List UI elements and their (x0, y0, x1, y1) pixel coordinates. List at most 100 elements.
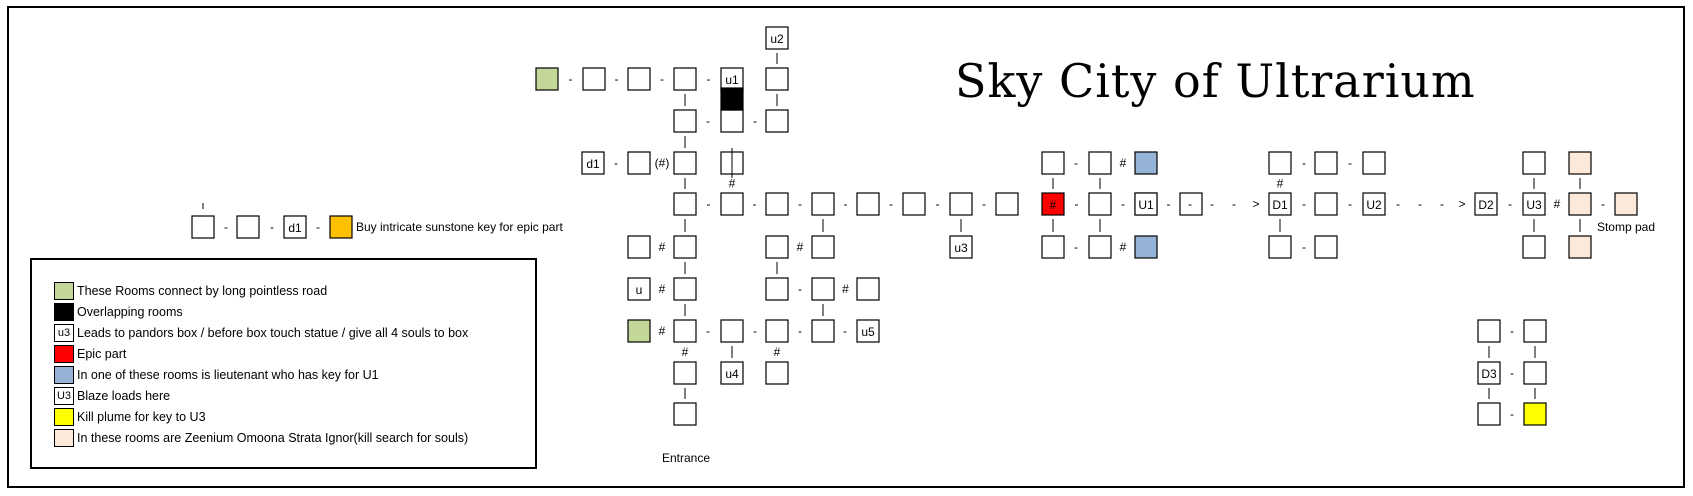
door-marker: # (842, 282, 849, 296)
legend-item: Overlapping rooms (54, 302, 183, 322)
map-label: - (1302, 240, 1306, 254)
room (720, 319, 744, 343)
room-label: D1 (1272, 198, 1288, 212)
map-frame (7, 6, 1685, 488)
room (1041, 151, 1065, 175)
map-label: - (889, 197, 893, 211)
room (856, 277, 880, 301)
map-label: - (1396, 197, 1400, 211)
map-label: - (844, 197, 848, 211)
map-label: - (1348, 156, 1352, 170)
map-label: - (316, 220, 320, 234)
room (329, 215, 353, 239)
legend-item: Epic part (54, 344, 126, 364)
door-marker: (#) (655, 156, 670, 170)
room (1041, 235, 1065, 259)
map-label: - (224, 220, 228, 234)
map-title: Sky City of Ultrarium (955, 54, 1476, 108)
legend-item: These Rooms connect by long pointless ro… (54, 281, 327, 301)
room (1134, 151, 1158, 175)
door-marker: # (729, 177, 736, 191)
room-u3 (949, 235, 973, 259)
map-label: - (982, 197, 986, 211)
legend-text: Epic part (77, 347, 127, 361)
room-label: u1 (725, 73, 739, 87)
room (765, 361, 789, 385)
room (1362, 151, 1386, 175)
map-label: - (936, 197, 940, 211)
room (1477, 402, 1501, 426)
room (765, 192, 789, 216)
door-marker: # (659, 324, 666, 338)
room (673, 109, 697, 133)
room (1179, 192, 1203, 216)
map-label: - (753, 114, 757, 128)
room-label: u2 (770, 32, 784, 46)
room-u (627, 277, 651, 301)
room-d1 (283, 215, 307, 239)
legend-text: Overlapping rooms (77, 305, 183, 319)
room (1523, 319, 1547, 343)
map-label: - (1418, 197, 1422, 211)
room (673, 235, 697, 259)
room (765, 109, 789, 133)
room-d1 (1268, 192, 1292, 216)
room (1134, 235, 1158, 259)
room-label: d1 (288, 221, 302, 235)
room (811, 192, 835, 216)
map-label: - (1075, 197, 1079, 211)
room-label: U1 (1138, 198, 1154, 212)
room-label: d1 (586, 157, 600, 171)
map-label: - (753, 197, 757, 211)
room-d3 (1477, 361, 1501, 385)
room-label: U3 (1526, 198, 1542, 212)
map-label: - (1232, 197, 1236, 211)
room (627, 235, 651, 259)
room (1088, 151, 1112, 175)
room (673, 361, 697, 385)
map-label: - (1167, 197, 1171, 211)
legend-text: Kill plume for key to U3 (77, 410, 206, 424)
room (673, 192, 697, 216)
map-label: - (706, 324, 710, 338)
map-label: - (1121, 197, 1125, 211)
room-label: D2 (1478, 198, 1494, 212)
room (1314, 151, 1338, 175)
room (1568, 151, 1592, 175)
map-label: - (843, 324, 847, 338)
legend-item: In these rooms are Zeenium Omoona Strata… (54, 428, 468, 448)
door-marker: # (659, 240, 666, 254)
legend-swatch (54, 408, 74, 426)
room-label: u4 (725, 367, 739, 381)
map-label: - (1074, 240, 1078, 254)
map-label: - (569, 72, 573, 86)
room-u3 (1522, 192, 1546, 216)
legend-item: In one of these rooms is lieutenant who … (54, 365, 379, 385)
key-note: Buy intricate sunstone key for epic part (356, 220, 563, 234)
room (1523, 361, 1547, 385)
map-label: - (706, 114, 710, 128)
legend-text: These Rooms connect by long pointless ro… (77, 284, 328, 298)
room (673, 319, 697, 343)
room (856, 192, 880, 216)
room-u2 (765, 26, 789, 50)
door-marker: # (1120, 240, 1127, 254)
room (627, 151, 651, 175)
legend-swatch: u3 (54, 324, 74, 342)
room (949, 192, 973, 216)
room (1477, 319, 1501, 343)
map-label: - (270, 220, 274, 234)
legend: These Rooms connect by long pointless ro… (30, 258, 537, 469)
room (673, 277, 697, 301)
map-label: - (1210, 197, 1214, 211)
map-label: - (1510, 324, 1514, 338)
room (673, 151, 697, 175)
overlap-room (720, 87, 744, 111)
map-label: - (798, 197, 802, 211)
map-label: - (798, 324, 802, 338)
room-label: U2 (1366, 198, 1382, 212)
room (1523, 402, 1547, 426)
room-u4 (720, 361, 744, 385)
